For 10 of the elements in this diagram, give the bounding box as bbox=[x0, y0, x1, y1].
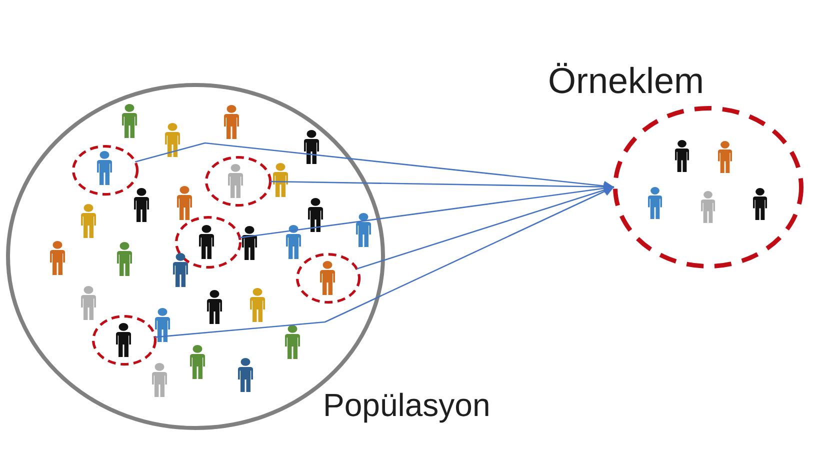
dashed-circle bbox=[174, 216, 242, 268]
dashed-circle bbox=[92, 314, 156, 366]
dashed-circle bbox=[296, 252, 360, 304]
arrow bbox=[356, 185, 614, 270]
dashed-circle bbox=[72, 144, 138, 196]
sample-label: Örneklem bbox=[548, 63, 704, 99]
arrow bbox=[239, 183, 614, 238]
arrow bbox=[134, 142, 614, 191]
dashed-circle bbox=[204, 156, 272, 206]
population-label: Popülasyon bbox=[323, 389, 490, 421]
